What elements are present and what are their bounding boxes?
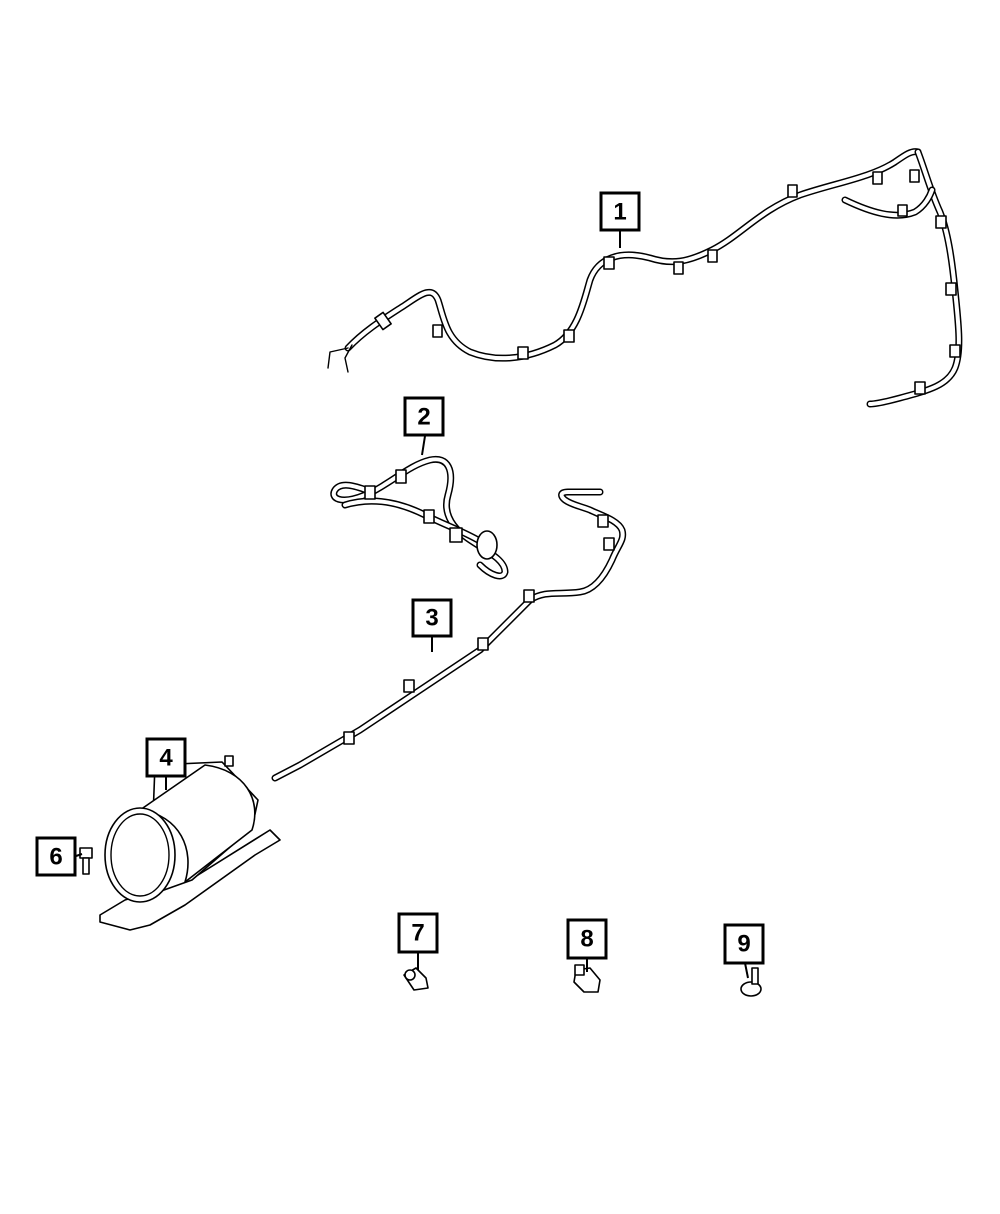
callout-9: 9 bbox=[723, 923, 765, 965]
part-3-tube-assembly[interactable] bbox=[271, 488, 627, 782]
callout-4: 4 bbox=[145, 737, 187, 778]
part-9-hose-clamp[interactable] bbox=[740, 967, 762, 997]
callout-8: 8 bbox=[566, 918, 608, 960]
part-2-hose-harness[interactable] bbox=[330, 455, 509, 580]
callout-1: 1 bbox=[599, 191, 641, 232]
callout-7: 7 bbox=[397, 912, 439, 954]
part-8-clip[interactable] bbox=[573, 964, 601, 993]
callout-label: 7 bbox=[411, 920, 424, 947]
callout-label: 4 bbox=[159, 745, 173, 772]
callout-label: 3 bbox=[425, 605, 438, 632]
part-4-canister[interactable] bbox=[99, 755, 281, 931]
callout-label: 8 bbox=[580, 926, 593, 953]
part-1-hose-assembly[interactable] bbox=[327, 148, 963, 408]
part-7-clip[interactable] bbox=[403, 967, 429, 991]
callout-label: 1 bbox=[613, 199, 626, 226]
callout-label: 2 bbox=[417, 404, 430, 431]
callout-label: 6 bbox=[49, 844, 62, 871]
callout-2: 2 bbox=[403, 396, 445, 437]
callout-label: 9 bbox=[737, 931, 750, 958]
callout-6: 6 bbox=[35, 836, 77, 877]
callout-3: 3 bbox=[411, 598, 453, 638]
part-6-bolt[interactable] bbox=[79, 847, 93, 875]
